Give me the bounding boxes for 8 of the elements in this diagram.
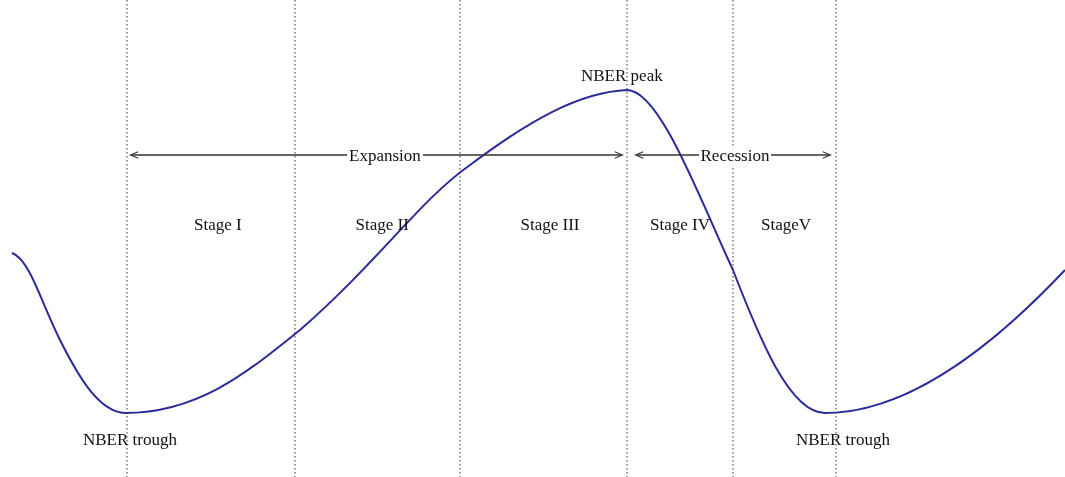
- stage-label: StageV: [761, 215, 812, 235]
- peak-label: NBER peak: [581, 66, 663, 86]
- stage-label: Stage III: [520, 215, 580, 235]
- trough-label: NBER trough: [83, 430, 177, 450]
- stage-label: Stage I: [194, 215, 242, 235]
- phase-label: Recession: [698, 146, 772, 166]
- trough-label: NBER trough: [796, 430, 890, 450]
- stage-label: Stage IV: [650, 215, 710, 235]
